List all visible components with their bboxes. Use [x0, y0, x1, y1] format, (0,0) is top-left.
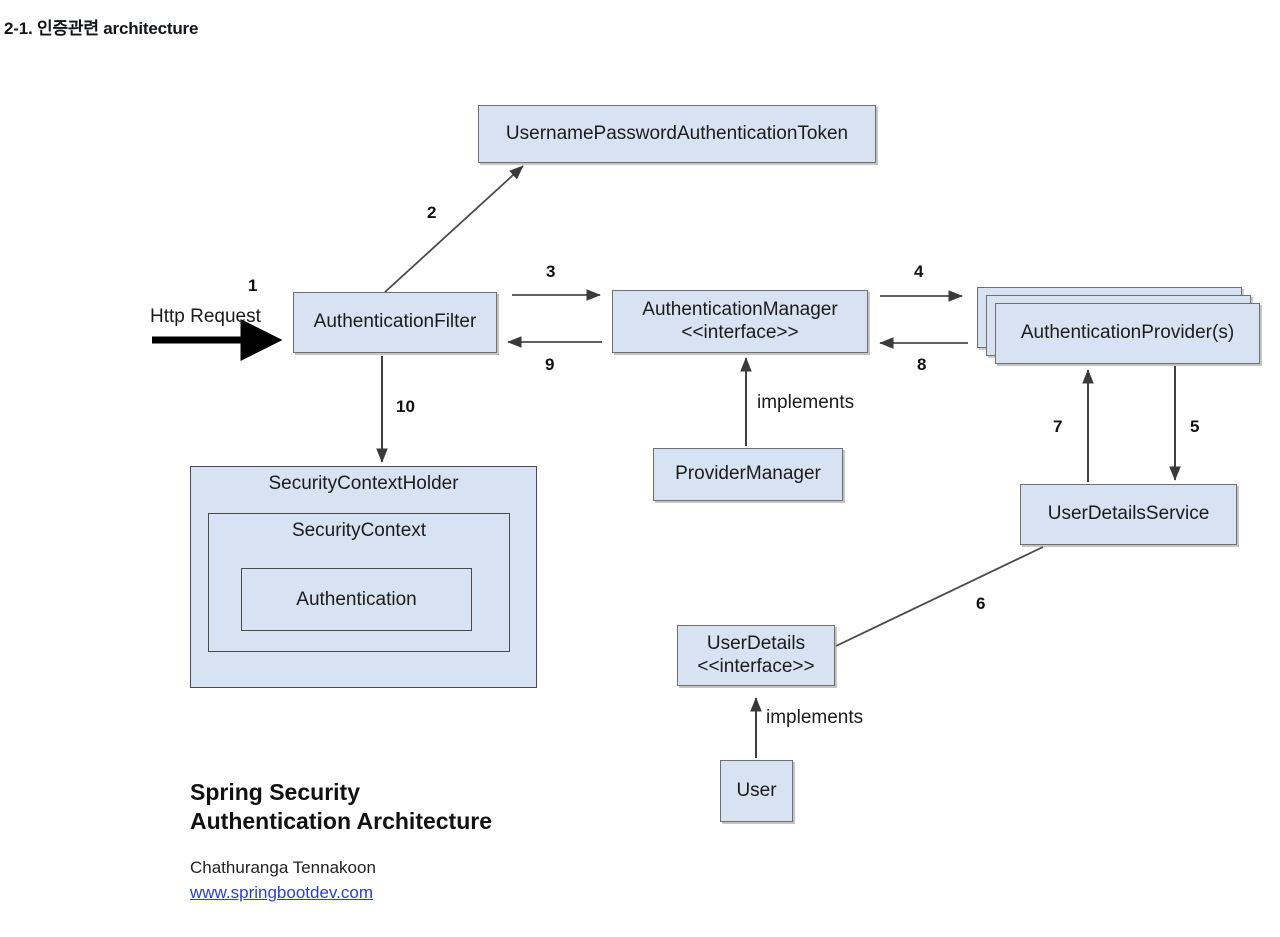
node-authenticationproviders[interactable]: AuthenticationProvider(s): [995, 303, 1260, 364]
page-title: 2-1. 인증관련 architecture: [4, 19, 199, 38]
node-authenticationmanager[interactable]: AuthenticationManager <<interface>>: [612, 290, 868, 353]
caption-author: Chathuranga Tennakoon: [190, 858, 376, 877]
edge-label-8: 8: [917, 355, 927, 374]
node-authentication[interactable]: Authentication: [241, 568, 472, 631]
label-http-request: Http Request: [150, 306, 261, 327]
edge-2-filter-to-token: [384, 165, 524, 293]
edge-6-userdetailsservice-to-userdetails: [835, 546, 1044, 647]
node-userdetailsservice[interactable]: UserDetailsService: [1020, 484, 1237, 545]
edge-label-10: 10: [396, 397, 415, 416]
edge-label-6: 6: [976, 594, 986, 613]
node-providermanager[interactable]: ProviderManager: [653, 448, 843, 501]
node-usernamepasswordauthenticationtoken[interactable]: UsernamePasswordAuthenticationToken: [478, 105, 876, 163]
node-authenticationfilter[interactable]: AuthenticationFilter: [293, 292, 497, 353]
edge-label-4: 4: [914, 262, 924, 281]
node-user[interactable]: User: [720, 760, 793, 822]
label-implements-user: implements: [766, 707, 864, 728]
edge-label-7: 7: [1053, 417, 1063, 436]
edge-label-2: 2: [427, 203, 437, 222]
edge-label-5: 5: [1190, 417, 1200, 436]
edge-label-3: 3: [546, 262, 556, 281]
caption-link[interactable]: www.springbootdev.com: [190, 883, 373, 902]
caption-title: Spring Security Authentication Architect…: [190, 779, 493, 835]
node-userdetails[interactable]: UserDetails <<interface>>: [677, 625, 835, 686]
edge-label-1: 1: [248, 276, 258, 295]
edge-label-9: 9: [545, 355, 555, 374]
label-implements-providermanager: implements: [757, 392, 855, 413]
